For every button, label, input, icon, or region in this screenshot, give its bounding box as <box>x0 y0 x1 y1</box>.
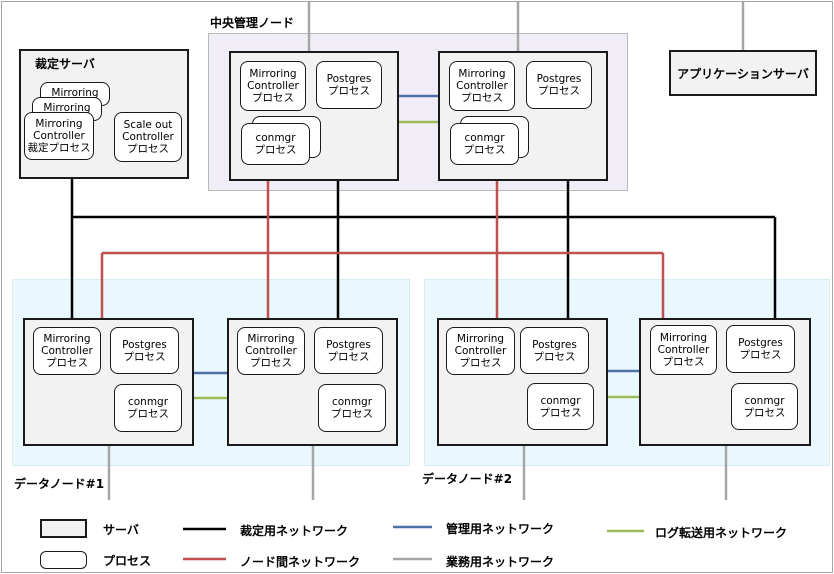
mirroring-controller-process: Mirroring Controller プロセス <box>449 61 515 111</box>
central-management-node-label: 中央管理ノード <box>210 16 295 30</box>
mirroring-controller-process: Mirroring Controller プロセス <box>33 327 101 375</box>
postgres-process: Postgres プロセス <box>316 61 382 109</box>
postgres-process: Postgres プロセス <box>726 325 795 373</box>
legend-business-network-label: 業務用ネットワーク <box>446 555 555 569</box>
legend-process-swatch <box>40 551 87 569</box>
legend-server-label: サーバ <box>103 523 139 537</box>
conmgr-process: conmgr プロセス <box>450 123 519 165</box>
postgres-process: Postgres プロセス <box>526 61 592 109</box>
mirroring-controller-process: Mirroring Controller プロセス <box>650 325 717 375</box>
conmgr-process: conmgr プロセス <box>318 384 386 432</box>
postgres-process: Postgres プロセス <box>110 327 179 374</box>
legend-internode-network-label: ノード間ネットワーク <box>240 555 361 569</box>
legend-log-transfer-network-label: ログ転送用ネットワーク <box>655 526 788 540</box>
legend-arbitration-network-label: 裁定用ネットワーク <box>240 524 349 538</box>
scaleout-controller-process: Scale out Controller プロセス <box>114 112 182 162</box>
postgres-process: Postgres プロセス <box>520 327 589 374</box>
postgres-process: Postgres プロセス <box>314 327 383 374</box>
mirroring-controller-process: Mirroring Controller プロセス <box>237 327 305 375</box>
legend-management-network-label: 管理用ネットワーク <box>446 522 555 536</box>
conmgr-process: conmgr プロセス <box>731 383 798 430</box>
arbitration-server-label: 裁定サーバ <box>35 57 95 71</box>
legend-process-label: プロセス <box>103 554 152 568</box>
mirroring-arbitration-process: Mirroring Controller 裁定プロセス <box>24 112 94 160</box>
application-server-label: アプリケーションサーバ <box>677 66 809 81</box>
conmgr-process: conmgr プロセス <box>241 123 310 165</box>
data-node-2-label: データノード#2 <box>422 472 513 486</box>
mirroring-controller-process: Mirroring Controller プロセス <box>240 61 306 111</box>
conmgr-process: conmgr プロセス <box>114 384 182 432</box>
legend-server-swatch <box>40 519 87 538</box>
conmgr-process: conmgr プロセス <box>527 383 594 430</box>
data-node-1-label: データノード#1 <box>14 477 105 491</box>
application-server: アプリケーションサーバ <box>669 50 817 96</box>
mirroring-controller-process: Mirroring Controller プロセス <box>446 327 515 375</box>
